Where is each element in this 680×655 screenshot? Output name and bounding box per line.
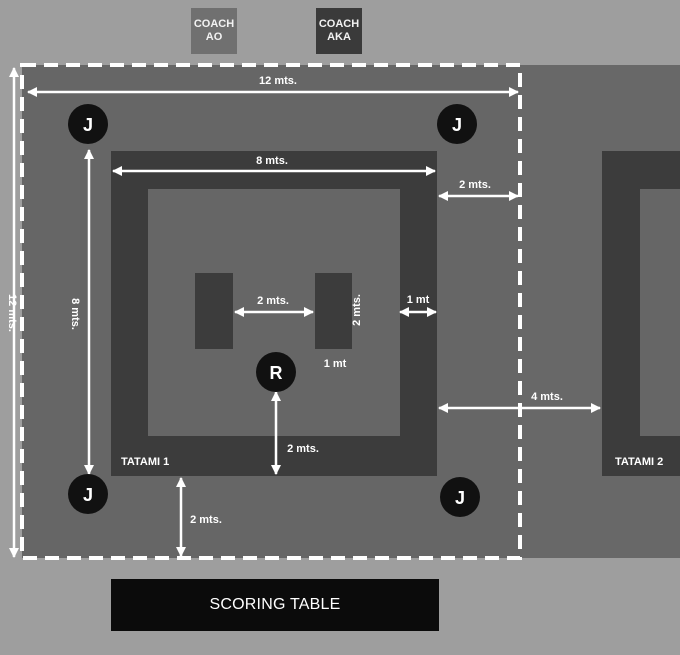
svg-text:J: J bbox=[83, 115, 93, 135]
label-between-tatamis: 4 mts. bbox=[531, 391, 563, 403]
judge-bottom-right: J bbox=[440, 477, 480, 517]
scoring-table-label: SCORING TABLE bbox=[209, 596, 341, 613]
svg-text:J: J bbox=[452, 115, 462, 135]
coach-ao-box: COACH AO bbox=[191, 8, 237, 54]
safety-area-boundary bbox=[20, 63, 522, 560]
label-mat-width: 8 mts. bbox=[256, 155, 288, 167]
scoring-table: SCORING TABLE bbox=[111, 579, 439, 631]
label-referee-distance: 2 mts. bbox=[287, 443, 319, 455]
coach-ao-line1: COACH bbox=[193, 18, 235, 30]
label-tatami-2: TATAMI 2 bbox=[615, 456, 663, 468]
referee: R bbox=[256, 352, 296, 392]
judge-top-right: J bbox=[437, 104, 477, 144]
coach-ao-line2: AO bbox=[205, 31, 223, 43]
label-between-competitors: 2 mts. bbox=[257, 295, 289, 307]
judge-bottom-left: J bbox=[68, 474, 108, 514]
label-safety-side: 2 mts. bbox=[459, 179, 491, 191]
label-area-height: 12 mts. bbox=[6, 294, 18, 332]
svg-text:J: J bbox=[455, 488, 465, 508]
competitor-line-ao bbox=[195, 273, 233, 349]
coach-aka-box: COACH AKA bbox=[316, 8, 362, 54]
tatami-2-inner bbox=[640, 189, 680, 436]
label-safety-bottom: 2 mts. bbox=[190, 514, 222, 526]
label-competitor-line-width: 1 mt bbox=[324, 358, 347, 370]
label-competitor-line-length: 2 mts. bbox=[351, 294, 363, 326]
coach-aka-line2: AKA bbox=[327, 31, 351, 43]
label-mat-height: 8 mts. bbox=[69, 298, 81, 330]
coach-aka-line1: COACH bbox=[318, 18, 360, 30]
competitor-line-aka bbox=[315, 273, 352, 349]
judge-top-left: J bbox=[68, 104, 108, 144]
label-area-width: 12 mts. bbox=[259, 75, 297, 87]
label-border-width: 1 mt bbox=[407, 294, 430, 306]
label-tatami-1: TATAMI 1 bbox=[121, 456, 169, 468]
svg-text:J: J bbox=[83, 485, 93, 505]
svg-text:R: R bbox=[270, 363, 283, 383]
